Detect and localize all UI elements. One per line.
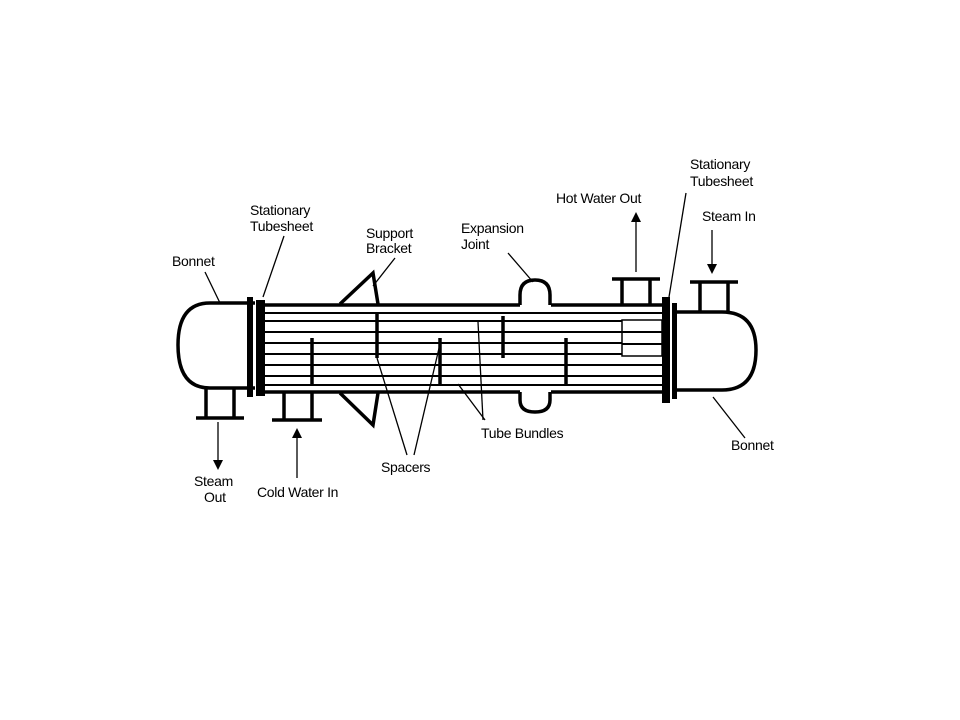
- label-hot-water-out: Hot Water Out: [556, 190, 641, 206]
- bonnet-right: [672, 310, 758, 392]
- support-bracket-top: [338, 269, 380, 306]
- labels: Bonnet Stationary Tubesheet Support Brac…: [172, 156, 774, 505]
- label-expansion-joint-line1: Expansion: [461, 220, 524, 236]
- label-support-bracket-line1: Support: [366, 225, 413, 241]
- label-support-bracket-line2: Bracket: [366, 240, 412, 256]
- label-spacers: Spacers: [381, 459, 431, 475]
- label-stationary-tubesheet-right-line2: Tubesheet: [690, 173, 753, 189]
- label-steam-out-line2: Out: [204, 489, 226, 505]
- label-steam-in: Steam In: [702, 208, 756, 224]
- label-tube-bundles: Tube Bundles: [481, 425, 564, 441]
- steam-in-arrow: [707, 230, 717, 274]
- steam-out-arrow: [213, 422, 223, 470]
- bonnet-left: [176, 301, 255, 390]
- label-stationary-tubesheet-right-line1: Stationary: [690, 156, 750, 172]
- cold-water-in-nozzle: [272, 392, 322, 422]
- support-bracket-bottom: [338, 391, 380, 429]
- label-stationary-tubesheet-left-line1: Stationary: [250, 202, 310, 218]
- stationary-tubesheet-left: [247, 297, 265, 397]
- label-cold-water-in: Cold Water In: [257, 484, 338, 500]
- shell: [265, 303, 662, 394]
- expansion-joint: [518, 278, 552, 414]
- cold-water-in-arrow: [292, 428, 302, 478]
- label-steam-out-line1: Steam: [194, 473, 233, 489]
- hot-water-out-arrow: [631, 212, 641, 272]
- tube-bundles: [265, 312, 663, 386]
- leader-lines: [204, 192, 746, 456]
- stationary-tubesheet-right: [662, 297, 677, 403]
- steam-in-nozzle: [690, 280, 738, 312]
- hot-water-out-nozzle: [612, 277, 660, 305]
- label-bonnet-right: Bonnet: [731, 437, 774, 453]
- label-bonnet-left: Bonnet: [172, 253, 215, 269]
- label-stationary-tubesheet-left-line2: Tubesheet: [250, 218, 313, 234]
- label-expansion-joint-line2: Joint: [461, 236, 489, 252]
- steam-out-nozzle: [196, 388, 244, 420]
